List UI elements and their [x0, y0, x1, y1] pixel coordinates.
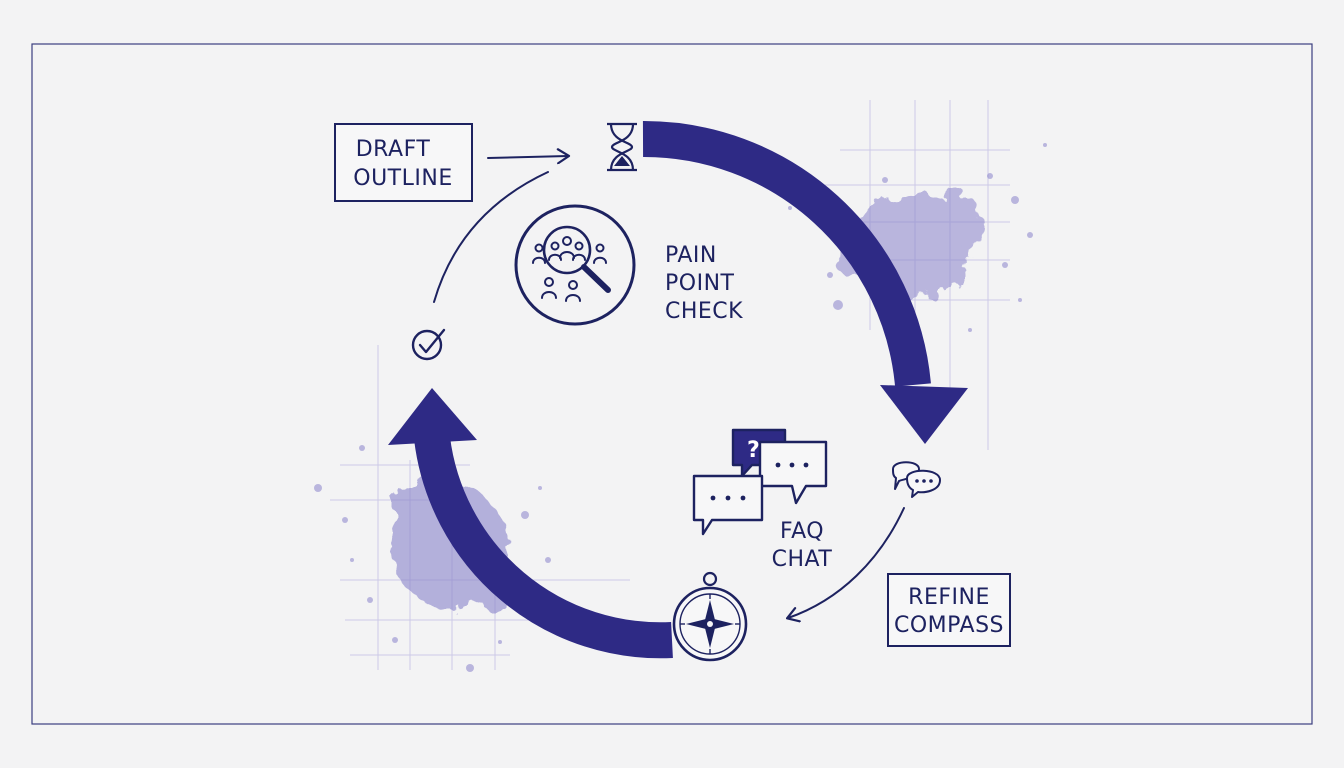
faq-chat-line1: FAQ [780, 519, 824, 544]
ink-splash-drops-bottom-left [314, 445, 551, 672]
checkmark-circle-icon [411, 328, 446, 361]
connector-right-arc [788, 507, 905, 618]
cycle-arrow-bottom-left [388, 388, 673, 659]
ink-splash-drops-top-right [788, 143, 1047, 332]
node-pain-point-check: PAIN POINT CHECK [665, 243, 743, 324]
pain-point-check-line3: CHECK [665, 299, 743, 324]
refine-compass-label-line2: COMPASS [894, 613, 1004, 638]
chat-bubbles-icon [892, 461, 941, 498]
node-faq-chat: FAQ CHAT [772, 519, 833, 572]
outer-frame [31, 43, 1313, 725]
faq-chat-line2: CHAT [772, 547, 833, 572]
compass-icon [672, 571, 748, 662]
node-refine-compass: REFINE COMPASS [887, 573, 1011, 647]
refine-compass-box [887, 573, 1011, 647]
hourglass-icon [607, 122, 637, 172]
question-chat-bubbles-icon: ? [692, 428, 828, 536]
draft-outline-box [334, 123, 473, 202]
audience-search-icon [514, 204, 636, 326]
node-draft-outline: DRAFT OUTLINE [334, 123, 473, 202]
svg-text:?: ? [747, 438, 760, 463]
cycle-arrow-top-right [642, 120, 968, 444]
connector-left-arc [433, 171, 549, 303]
draft-outline-label-line2: OUTLINE [353, 166, 452, 191]
pain-point-check-line2: POINT [665, 271, 735, 296]
draft-outline-label-line1: DRAFT [356, 137, 431, 162]
pain-point-check-line1: PAIN [665, 243, 717, 268]
refine-compass-label-line1: REFINE [908, 585, 990, 610]
connector-draft-to-top [487, 156, 568, 158]
